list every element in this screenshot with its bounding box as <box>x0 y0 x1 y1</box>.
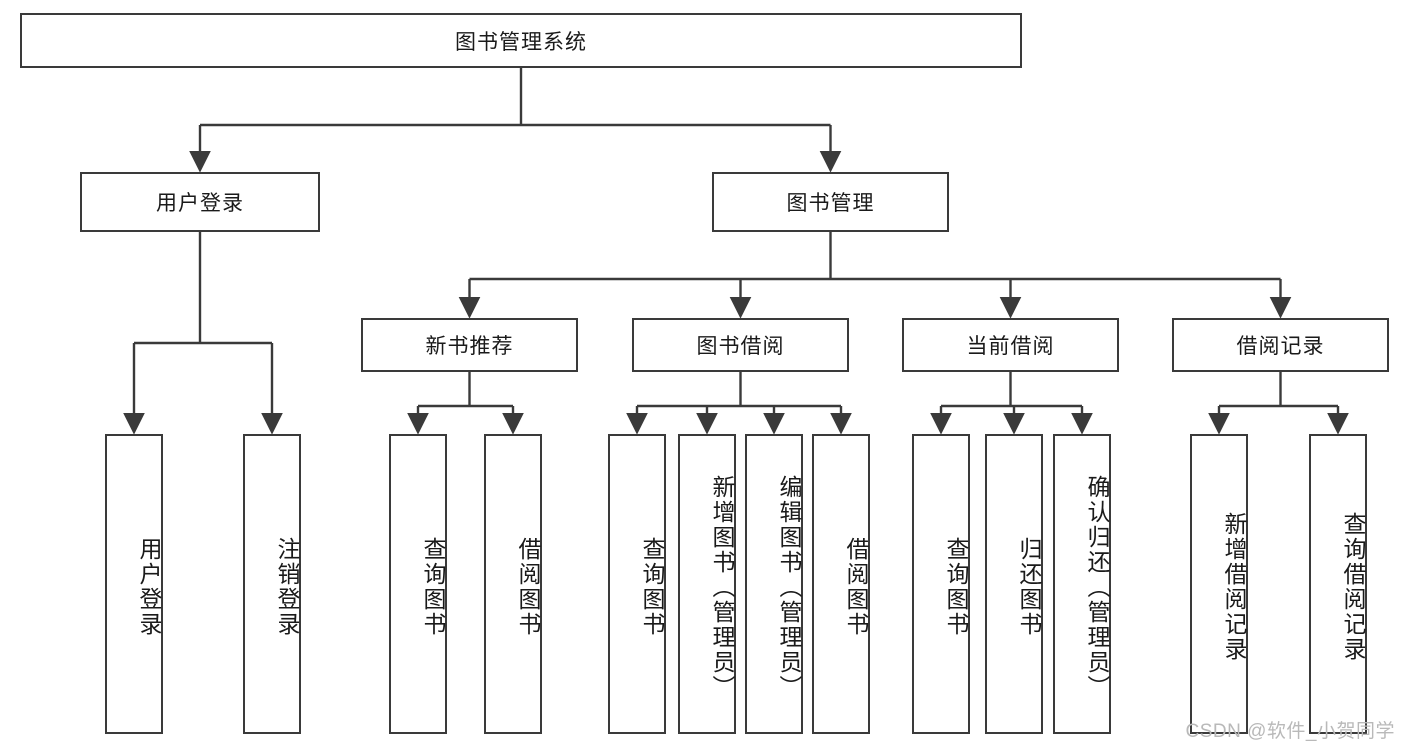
node-newrec_b[interactable]: 借阅图书 <box>484 434 542 734</box>
node-label: 确认归还（管理员） <box>1084 474 1110 700</box>
node-login[interactable]: 用户登录 <box>80 172 320 232</box>
node-root[interactable]: 图书管理系统 <box>20 13 1022 68</box>
node-label: 编辑图书（管理员） <box>776 474 802 700</box>
node-login_out[interactable]: 注销登录 <box>243 434 301 734</box>
node-borrow_add[interactable]: 新增图书（管理员） <box>678 434 736 734</box>
node-label: 归还图书 <box>1016 537 1042 637</box>
node-label: 图书借阅 <box>696 335 785 358</box>
node-label: 借阅图书 <box>515 537 541 637</box>
node-label: 新增图书（管理员） <box>709 474 735 700</box>
node-label: 新增借阅记录 <box>1221 512 1247 662</box>
node-records_q[interactable]: 查询借阅记录 <box>1309 434 1367 734</box>
watermark-text: CSDN @软件_小贺同学 <box>1185 721 1395 742</box>
node-borrow_b[interactable]: 借阅图书 <box>812 434 870 734</box>
node-label: 图书管理 <box>786 192 875 215</box>
node-label: 查询借阅记录 <box>1340 512 1366 662</box>
node-records[interactable]: 借阅记录 <box>1172 318 1389 372</box>
node-borrow[interactable]: 图书借阅 <box>632 318 849 372</box>
node-label: 新书推荐 <box>425 335 514 358</box>
node-label: 注销登录 <box>274 537 300 637</box>
node-current_q[interactable]: 查询图书 <box>912 434 970 734</box>
node-label: 用户登录 <box>136 537 162 637</box>
node-newrec_q[interactable]: 查询图书 <box>389 434 447 734</box>
node-current_conf[interactable]: 确认归还（管理员） <box>1053 434 1111 734</box>
node-label: 查询图书 <box>639 537 665 637</box>
node-current_ret[interactable]: 归还图书 <box>985 434 1043 734</box>
node-borrow_edit[interactable]: 编辑图书（管理员） <box>745 434 803 734</box>
node-borrow_q[interactable]: 查询图书 <box>608 434 666 734</box>
node-label: 查询图书 <box>420 537 446 637</box>
node-label: 借阅记录 <box>1236 335 1325 358</box>
node-records_add[interactable]: 新增借阅记录 <box>1190 434 1248 734</box>
node-login_in[interactable]: 用户登录 <box>105 434 163 734</box>
node-label: 查询图书 <box>943 537 969 637</box>
node-label: 当前借阅 <box>966 335 1055 358</box>
node-label: 用户登录 <box>156 192 244 215</box>
node-bookmgmt[interactable]: 图书管理 <box>712 172 949 232</box>
node-label: 借阅图书 <box>843 537 869 637</box>
node-label: 图书管理系统 <box>455 30 587 54</box>
node-newrec[interactable]: 新书推荐 <box>361 318 578 372</box>
node-current[interactable]: 当前借阅 <box>902 318 1119 372</box>
